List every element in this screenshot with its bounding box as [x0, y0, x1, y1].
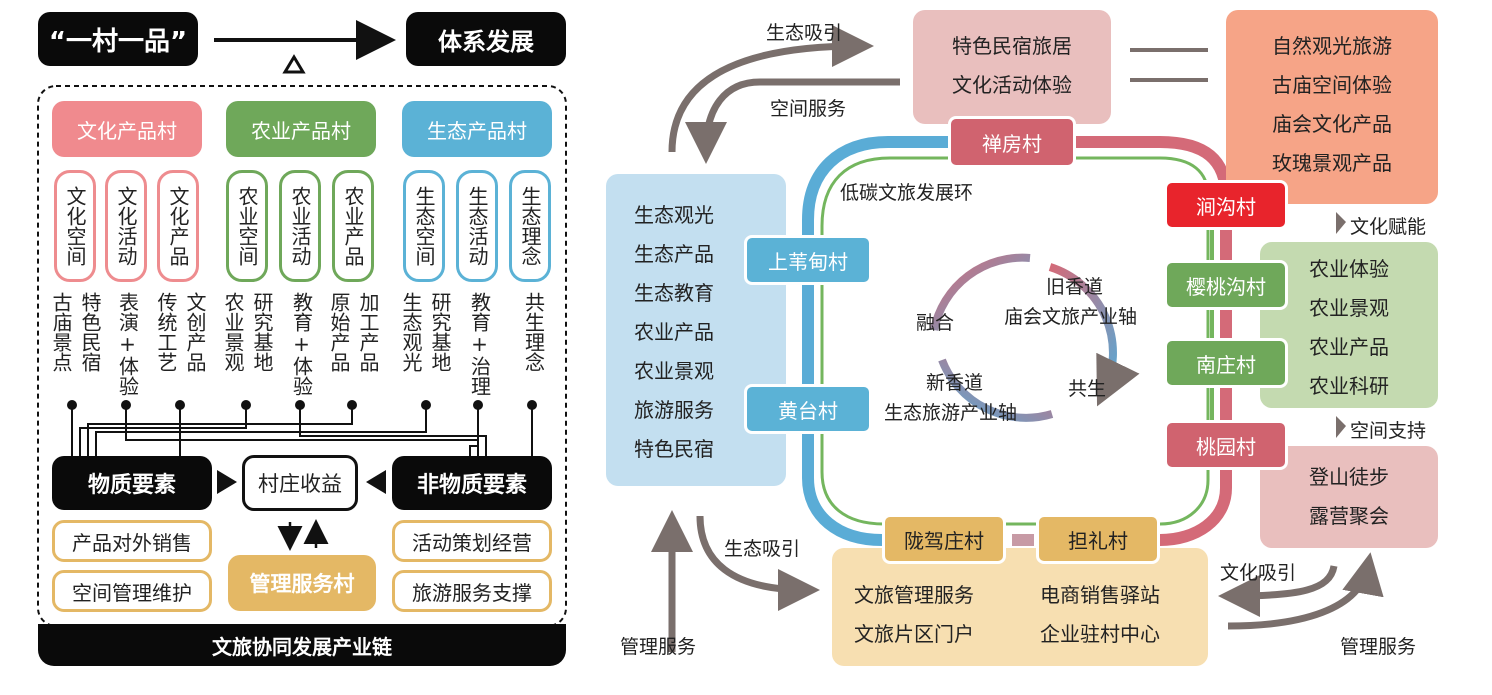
manage-service-left-label: 管理服务	[620, 636, 697, 658]
delta-triangle	[282, 54, 306, 74]
pill-agri-product: 农业产品	[332, 170, 374, 282]
village-jiangou: 涧沟村	[1164, 180, 1288, 230]
immaterial-elements: 非物质要素	[392, 456, 552, 510]
village-huangtai: 黄台村	[744, 384, 872, 434]
system-development-label: 体系发展	[406, 12, 566, 66]
items-eco-concept: 共生理念	[521, 292, 546, 372]
village-taoyuan: 桃园村	[1164, 420, 1288, 470]
symbiosis-label: 共生	[1068, 378, 1107, 400]
culture-attract-label: 文化吸引	[1220, 562, 1297, 584]
village-yingtaogou: 樱桃沟村	[1164, 260, 1288, 310]
new-road-label: 新香道	[926, 372, 984, 394]
items-culture-activity: 表演+体验	[115, 292, 140, 396]
fusion-label: 融合	[916, 312, 955, 334]
ring-left-blue	[802, 136, 948, 546]
arrow-right-into-income	[217, 470, 237, 494]
flow-arrows	[651, 25, 1384, 652]
space-maintenance-box: 空间管理维护	[52, 570, 212, 612]
culture-empower-label: 文化赋能	[1350, 216, 1427, 238]
agriculture-product-village: 农业产品村	[226, 101, 376, 157]
items-culture-product: 传统工艺文创产品	[154, 292, 207, 372]
village-danli: 担礼村	[1036, 514, 1160, 564]
manage-service-right-label: 管理服务	[1340, 636, 1417, 658]
eco-attract-top-label: 生态吸引	[766, 22, 843, 44]
ecology-box: 生态观光生态产品生态教育农业产品农业景观旅游服务特色民宿	[606, 174, 786, 486]
industry-chain-footer: 文旅协同发展产业链	[38, 624, 566, 666]
agriculture-box: 农业体验农业景观农业产品农业科研	[1260, 242, 1438, 408]
pill-culture-space: 文化空间	[54, 170, 96, 282]
village-income: 村庄收益	[242, 455, 358, 511]
service-hub-box: 文旅管理服务文旅片区门户 电商销售驿站企业驻村中心	[832, 548, 1208, 666]
items-agri-space: 农业景观研究基地	[221, 292, 274, 372]
culture-product-village: 文化产品村	[52, 101, 202, 157]
village-shangweidian: 上苇甸村	[744, 235, 872, 285]
pill-eco-space: 生态空间	[403, 170, 445, 282]
pill-eco-concept: 生态理念	[509, 170, 551, 282]
old-axis-label: 庙会文旅产业轴	[1004, 306, 1138, 328]
one-village-one-product-label: “一村一品”	[38, 12, 198, 66]
old-road-label: 旧香道	[1046, 276, 1104, 298]
pill-culture-activity: 文化活动	[105, 170, 147, 282]
arrow-left-into-income	[366, 470, 386, 494]
ecology-product-village: 生态产品村	[402, 101, 552, 157]
new-axis-label: 生态旅游产业轴	[884, 402, 1018, 424]
pill-agri-activity: 农业活动	[279, 170, 321, 282]
village-nanzhuang: 南庄村	[1164, 338, 1288, 388]
item-connectors	[71, 405, 533, 458]
pill-culture-product: 文化产品	[157, 170, 199, 282]
item-dots	[67, 400, 537, 410]
space-support-label: 空间支持	[1350, 420, 1427, 442]
items-agri-product: 原始产品加工产品	[327, 292, 380, 372]
outdoor-box: 登山徒步露营聚会	[1260, 446, 1438, 548]
activity-planning-box: 活动策划经营	[392, 520, 552, 562]
top-experience-box: 特色民宿旅居文化活动体验	[913, 10, 1111, 124]
village-chanfang: 禅房村	[948, 116, 1076, 168]
village-longjiazhuang: 陇驾庄村	[882, 514, 1006, 564]
items-culture-space: 古庙景点特色民宿	[49, 292, 102, 372]
items-eco-activity: 教育+治理	[467, 292, 492, 396]
pill-eco-activity: 生态活动	[456, 170, 498, 282]
pill-agri-space: 农业空间	[226, 170, 268, 282]
product-sales-box: 产品对外销售	[52, 520, 212, 562]
ring-inner-green	[820, 156, 1210, 526]
management-service-village: 管理服务村	[228, 555, 376, 611]
space-service-label: 空间服务	[770, 98, 847, 120]
material-elements: 物质要素	[52, 456, 212, 510]
items-agri-activity: 教育+体验	[289, 292, 314, 396]
low-carbon-ring-label: 低碳文旅发展环	[840, 182, 974, 204]
tourism-support-box: 旅游服务支撑	[392, 570, 552, 612]
natural-tourism-box: 自然观光旅游古庙空间体验庙会文化产品玫瑰景观产品	[1226, 10, 1438, 204]
eco-attract-bottom-label: 生态吸引	[724, 538, 801, 560]
items-eco-space: 生态观光研究基地	[399, 292, 452, 372]
